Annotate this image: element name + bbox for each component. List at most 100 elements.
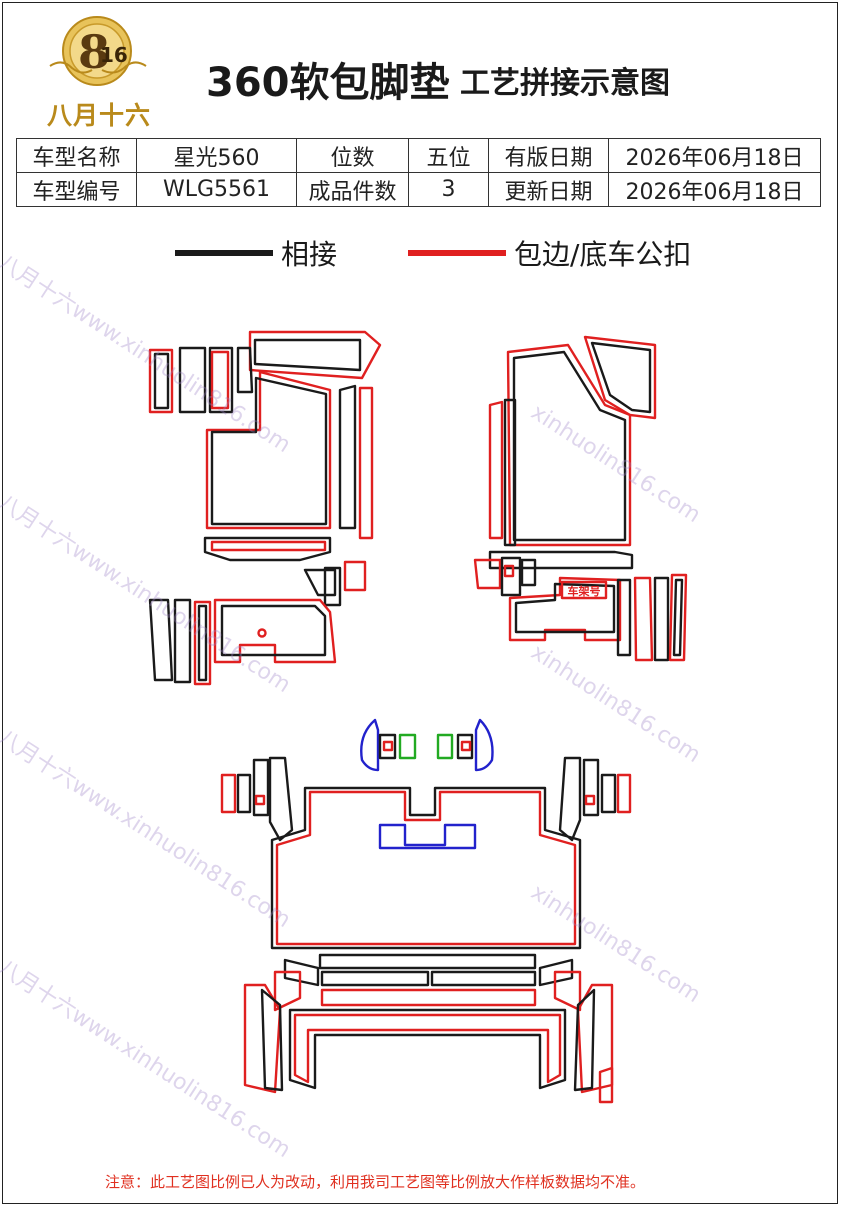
update-date-value: 2026年06月18日: [608, 172, 821, 207]
mat-piece: [616, 578, 632, 657]
lower-group: [220, 718, 632, 1104]
mat-piece: [473, 558, 502, 590]
positions-label: 位数: [296, 138, 409, 173]
upper-left-group: [148, 330, 382, 686]
mat-piece: [205, 370, 332, 530]
mat-piece: [436, 733, 454, 760]
mat-piece: [512, 350, 627, 542]
mat-piece: [460, 740, 472, 752]
mat-piece: [488, 400, 504, 540]
mat-piece: [260, 988, 284, 1092]
vehicle-info-table: 车型名称 星光560 位数 五位 有版日期 2026年06月18日 车型编号 W…: [16, 138, 821, 207]
mat-piece: [538, 958, 574, 987]
mat-piece: [254, 794, 266, 806]
issue-date-label: 有版日期: [488, 138, 609, 173]
mat-piece: [584, 794, 596, 806]
mat-piece: [275, 790, 577, 946]
mat-piece: [633, 576, 654, 662]
mat-piece: [236, 346, 254, 394]
footer-note: 注意：此工艺图比例已人为改动，利用我司工艺图等比例放大作样板数据均不准。: [105, 1173, 646, 1191]
pieces-value: 3: [408, 172, 489, 207]
mat-piece: [360, 718, 380, 772]
mat-piece: [210, 376, 328, 526]
mat-piece: [488, 550, 634, 570]
mat-piece: [153, 352, 170, 410]
mat-piece: [210, 350, 230, 410]
mat-piece: [576, 983, 614, 1094]
legend-edge-swatch: [408, 250, 506, 256]
mat-piece: [506, 343, 632, 547]
mat-piece: [583, 335, 657, 420]
mat-piece: [430, 970, 537, 987]
mat-piece: [288, 1008, 567, 1090]
mat-piece: [378, 733, 397, 760]
mat-piece: [220, 773, 237, 814]
mat-piece: [148, 348, 174, 414]
mat-piece: [558, 756, 582, 842]
fastener-point: [257, 628, 267, 638]
mat-piece: [503, 398, 517, 547]
mat-piece: [598, 1066, 614, 1104]
mat-piece: [303, 568, 337, 597]
part-tag-label: 车架号: [568, 584, 601, 598]
mat-piece: [668, 573, 688, 662]
mat-piece: [398, 733, 417, 760]
mat-piece: [253, 338, 362, 372]
mat-piece: [320, 988, 537, 1007]
table-row: 车型编号 WLG5561 成品件数 3 更新日期 2026年06月18日: [16, 172, 821, 207]
legend-joint-swatch: [175, 250, 273, 256]
mat-piece: [600, 773, 617, 814]
mat-piece: [268, 756, 294, 842]
mat-piece: [553, 970, 582, 1012]
mat-piece: [208, 346, 234, 414]
issue-date-value: 2026年06月18日: [608, 138, 821, 173]
mat-piece: [273, 970, 302, 1012]
page-title: 360软包脚垫: [206, 60, 450, 106]
mat-piece: [323, 566, 342, 607]
page-subtitle: 工艺拼接示意图: [460, 66, 670, 101]
mat-piece: [508, 576, 622, 642]
mat-piece: [270, 786, 582, 950]
mat-piece: [148, 598, 174, 682]
model-code-label: 车型编号: [16, 172, 137, 207]
mat-piece: [320, 970, 430, 987]
legend-joint: 相接: [175, 235, 337, 271]
brand-logo-text: 八月十六: [47, 101, 152, 130]
mat-piece: [203, 536, 332, 562]
mat-piece: [220, 604, 327, 657]
mat-piece: [474, 718, 494, 772]
mat-piece: [514, 582, 616, 634]
mat-piece: [378, 823, 477, 850]
model-name-label: 车型名称: [16, 138, 137, 173]
table-row: 车型名称 星光560 位数 五位 有版日期 2026年06月18日: [16, 138, 821, 173]
mat-piece: [343, 560, 367, 592]
mat-piece: [318, 953, 537, 970]
mat-piece: [582, 758, 600, 817]
mat-piece: [653, 576, 670, 662]
mat-piece: [210, 540, 327, 552]
mat-piece: [573, 988, 596, 1092]
part-tag-box: [560, 580, 608, 600]
mat-piece: [193, 600, 212, 686]
mat-piece: [178, 346, 207, 414]
svg-text:16: 16: [100, 43, 128, 67]
mat-piece: [243, 983, 282, 1094]
legend-edge: 包边/底车公扣: [408, 235, 691, 271]
mat-piece: [197, 604, 208, 682]
mat-piece: [520, 558, 537, 587]
mat-piece: [590, 341, 652, 414]
mat-piece: [358, 386, 374, 540]
mat-piece: [672, 578, 684, 657]
mat-piece: [500, 556, 522, 597]
mat-piece: [456, 733, 474, 760]
model-code-value: WLG5561: [136, 172, 297, 207]
mat-piece: [213, 598, 337, 664]
mat-piece: [252, 758, 270, 817]
mat-piece: [382, 740, 394, 752]
upper-right-group: 车架号: [473, 335, 688, 662]
mat-piece: [338, 384, 357, 530]
legend-joint-label: 相接: [281, 238, 338, 271]
mat-piece: [503, 564, 515, 578]
